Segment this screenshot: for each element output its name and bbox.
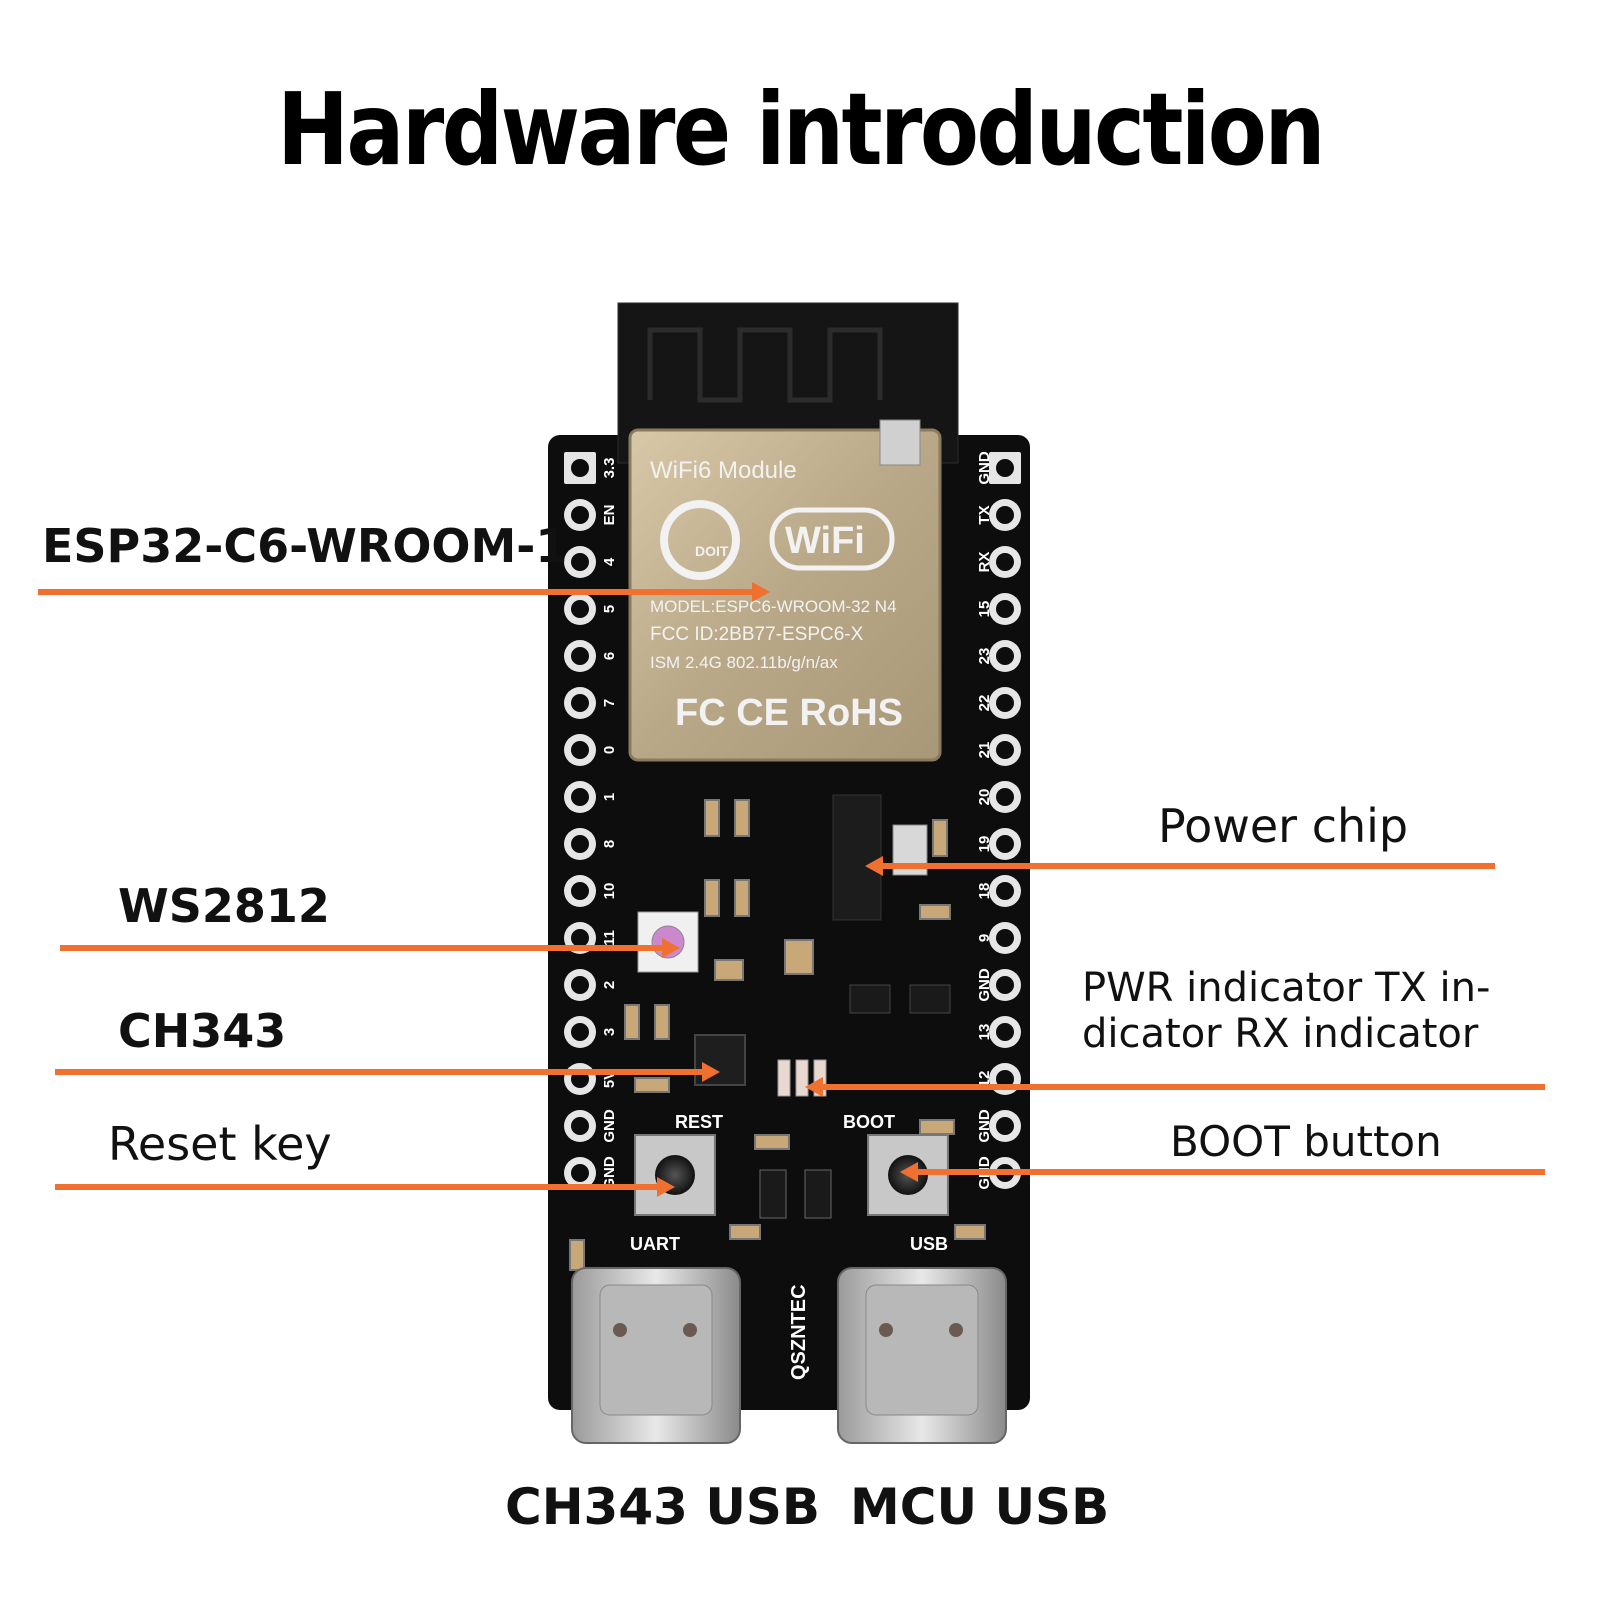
pin-label: TX bbox=[976, 505, 993, 524]
pin-hole bbox=[996, 459, 1014, 477]
callout-arrows bbox=[38, 582, 1545, 1197]
module-title: WiFi6 Module bbox=[650, 457, 797, 484]
smd-components bbox=[569, 799, 986, 1271]
pin-label: 22 bbox=[976, 695, 993, 712]
pin-label: RX bbox=[976, 552, 993, 573]
usb-c-uart-connector bbox=[571, 1267, 741, 1444]
svg-text:DOIT: DOIT bbox=[695, 543, 729, 559]
pin-label: 23 bbox=[976, 648, 993, 665]
pin-label: 19 bbox=[976, 836, 993, 853]
pin-hole bbox=[571, 1023, 589, 1041]
module-certs: FC CE RoHS bbox=[675, 692, 903, 734]
pin-hole bbox=[571, 835, 589, 853]
diodes bbox=[759, 1169, 832, 1219]
pin-hole bbox=[996, 506, 1014, 524]
callout-ws2812: WS2812 bbox=[118, 879, 330, 933]
pin-label: 8 bbox=[601, 840, 618, 848]
callout-indicators-line1: PWR indicator TX in- bbox=[1082, 965, 1491, 1011]
pin-hole bbox=[571, 882, 589, 900]
pin-label: GND bbox=[976, 968, 993, 1002]
pin-hole bbox=[571, 1117, 589, 1135]
pin-label: 11 bbox=[601, 930, 618, 946]
pin-label: 15 bbox=[976, 601, 993, 618]
pin-label: 1 bbox=[601, 793, 618, 801]
pin-label: 12 bbox=[976, 1071, 993, 1088]
callout-indicators-line2: dicator RX indicator bbox=[1082, 1011, 1479, 1057]
pin-label: 9 bbox=[976, 934, 993, 942]
silk-usb: USB bbox=[910, 1234, 948, 1254]
pin-hole bbox=[571, 976, 589, 994]
pin-label: 3.3 bbox=[601, 458, 618, 479]
sot-transistors bbox=[849, 984, 951, 1014]
pin-hole bbox=[571, 788, 589, 806]
pin-hole bbox=[996, 694, 1014, 712]
pin-hole bbox=[996, 647, 1014, 665]
module-fcc: FCC ID:2BB77-ESPC6-X bbox=[650, 624, 864, 645]
pin-hole bbox=[996, 1070, 1014, 1088]
pin-hole bbox=[571, 553, 589, 571]
pin-label: 18 bbox=[976, 883, 993, 900]
pin-label: 4 bbox=[601, 557, 618, 566]
silk-uart: UART bbox=[630, 1234, 680, 1254]
callout-indicators: PWR indicator TX in- dicator RX indicato… bbox=[1082, 965, 1490, 1057]
pin-hole bbox=[571, 1164, 589, 1182]
pin-hole bbox=[996, 1117, 1014, 1135]
usb-c-mcu-connector bbox=[837, 1267, 1007, 1444]
pin-hole bbox=[996, 553, 1014, 571]
pin-label: 3 bbox=[601, 1028, 618, 1036]
svg-text:WiFi: WiFi bbox=[785, 520, 865, 562]
pin-label: EN bbox=[601, 505, 618, 526]
pin-label: 13 bbox=[976, 1024, 993, 1041]
pin-label: 7 bbox=[601, 699, 618, 707]
pin-label: 0 bbox=[601, 746, 618, 754]
label-ch343-usb: CH343 USB bbox=[505, 1478, 821, 1536]
pin-hole bbox=[571, 600, 589, 618]
callout-reset: Reset key bbox=[108, 1117, 332, 1171]
callout-ch343: CH343 bbox=[118, 1004, 287, 1058]
module-model: MODEL:ESPC6-WROOM-32 N4 bbox=[650, 597, 897, 616]
ufl-connector bbox=[879, 419, 921, 466]
pin-hole bbox=[996, 741, 1014, 759]
pin-hole bbox=[571, 647, 589, 665]
pin-label: GND bbox=[976, 451, 993, 485]
pin-hole bbox=[571, 694, 589, 712]
silk-brand: QSZNTEC bbox=[788, 1284, 810, 1380]
pin-label: 6 bbox=[601, 652, 618, 660]
pin-hole bbox=[996, 1023, 1014, 1041]
pin-hole bbox=[996, 788, 1014, 806]
pin-label: 2 bbox=[601, 981, 618, 989]
silk-rest: REST bbox=[675, 1112, 723, 1132]
callout-module: ESP32-C6-WROOM-1 bbox=[42, 519, 568, 573]
pin-hole bbox=[571, 459, 589, 477]
pin-label: GND bbox=[601, 1109, 618, 1143]
pin-hole bbox=[571, 506, 589, 524]
pin-hole bbox=[996, 976, 1014, 994]
wifi-logo: WiFi bbox=[769, 507, 895, 571]
antenna-trace bbox=[647, 327, 883, 403]
pin-label: 5 bbox=[601, 605, 618, 613]
pin-hole bbox=[571, 929, 589, 947]
pin-hole bbox=[996, 835, 1014, 853]
silk-boot: BOOT bbox=[843, 1112, 895, 1132]
pin-label: GND bbox=[601, 1156, 618, 1190]
doit-logo: DOIT bbox=[660, 500, 740, 580]
pin-label: 21 bbox=[976, 742, 993, 759]
pin-hole bbox=[996, 882, 1014, 900]
reset-button bbox=[634, 1134, 716, 1216]
module-ism: ISM 2.4G 802.11b/g/n/ax bbox=[650, 653, 838, 672]
callout-boot: BOOT button bbox=[1170, 1117, 1442, 1166]
pin-label: 20 bbox=[976, 789, 993, 806]
pin-hole bbox=[996, 600, 1014, 618]
pin-label: 10 bbox=[601, 883, 618, 900]
callout-power: Power chip bbox=[1158, 799, 1409, 853]
pin-label: GND bbox=[976, 1109, 993, 1143]
pin-hole bbox=[996, 929, 1014, 947]
label-mcu-usb: MCU USB bbox=[850, 1478, 1110, 1536]
pin-hole bbox=[571, 741, 589, 759]
page-title: Hardware introduction bbox=[277, 71, 1326, 188]
